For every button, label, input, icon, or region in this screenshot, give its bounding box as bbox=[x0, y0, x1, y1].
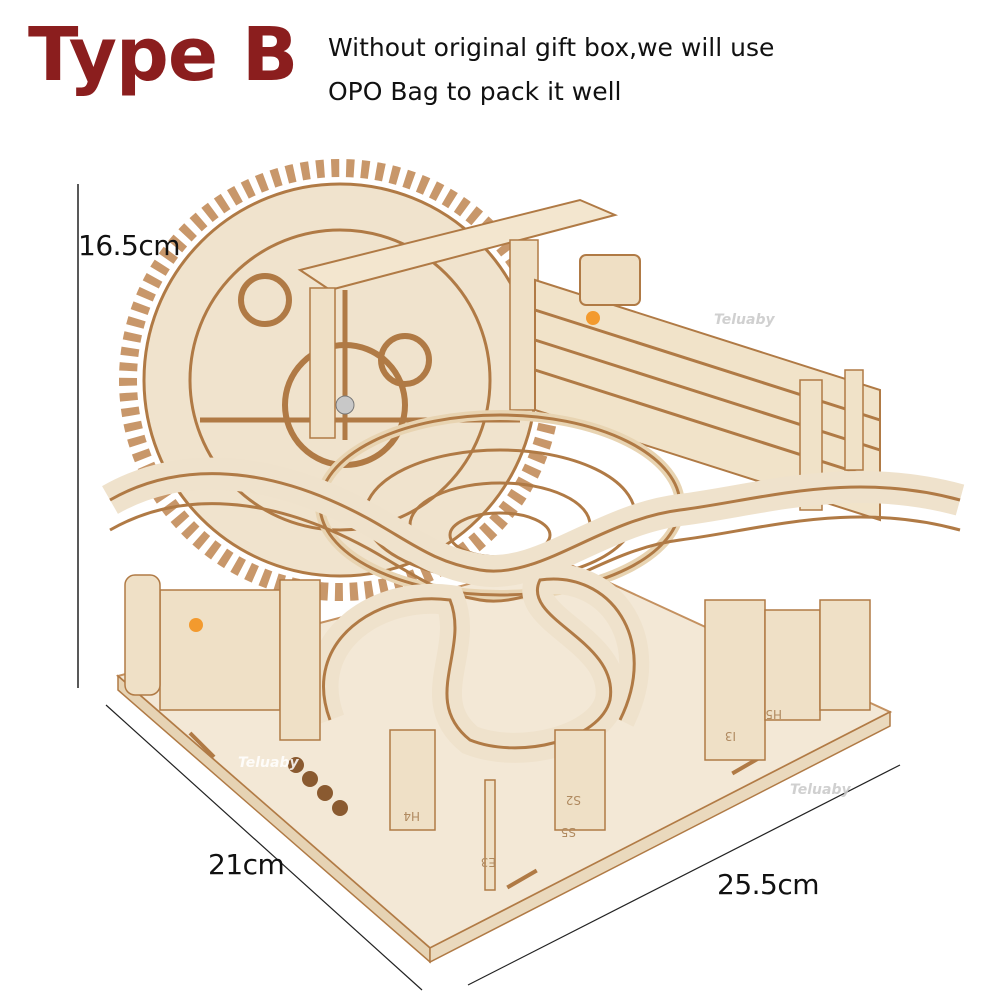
depth-dimension-line bbox=[467, 764, 901, 986]
depth-dimension-label: 25.5cm bbox=[717, 868, 820, 901]
svg-text:H4: H4 bbox=[403, 809, 420, 823]
svg-text:E3: E3 bbox=[481, 855, 496, 869]
width-dimension-line bbox=[105, 704, 423, 991]
lift-ramp bbox=[534, 254, 881, 522]
watermark: Teluaby bbox=[238, 755, 299, 771]
packaging-note: Without original gift box,we will use OP… bbox=[328, 26, 774, 114]
svg-text:I3: I3 bbox=[725, 729, 736, 743]
svg-text:S2: S2 bbox=[566, 793, 581, 807]
top-beam bbox=[297, 198, 619, 439]
marble-ball bbox=[189, 618, 203, 632]
track-supports bbox=[124, 574, 871, 891]
packaging-note-line-2: OPO Bag to pack it well bbox=[328, 77, 622, 106]
svg-text:S5: S5 bbox=[561, 825, 576, 839]
part-labels: H4 E3 S2 S5 H5 I3 bbox=[403, 707, 782, 869]
watermark: Teluaby bbox=[714, 312, 775, 328]
watermark: Teluaby bbox=[790, 782, 851, 798]
marble-ball bbox=[586, 311, 600, 325]
width-dimension-label: 21cm bbox=[208, 848, 285, 881]
height-dimension-label: 16.5cm bbox=[78, 229, 181, 262]
svg-text:H5: H5 bbox=[765, 707, 782, 721]
packaging-note-line-1: Without original gift box,we will use bbox=[328, 33, 775, 62]
product-type-title: Type B bbox=[28, 12, 298, 98]
